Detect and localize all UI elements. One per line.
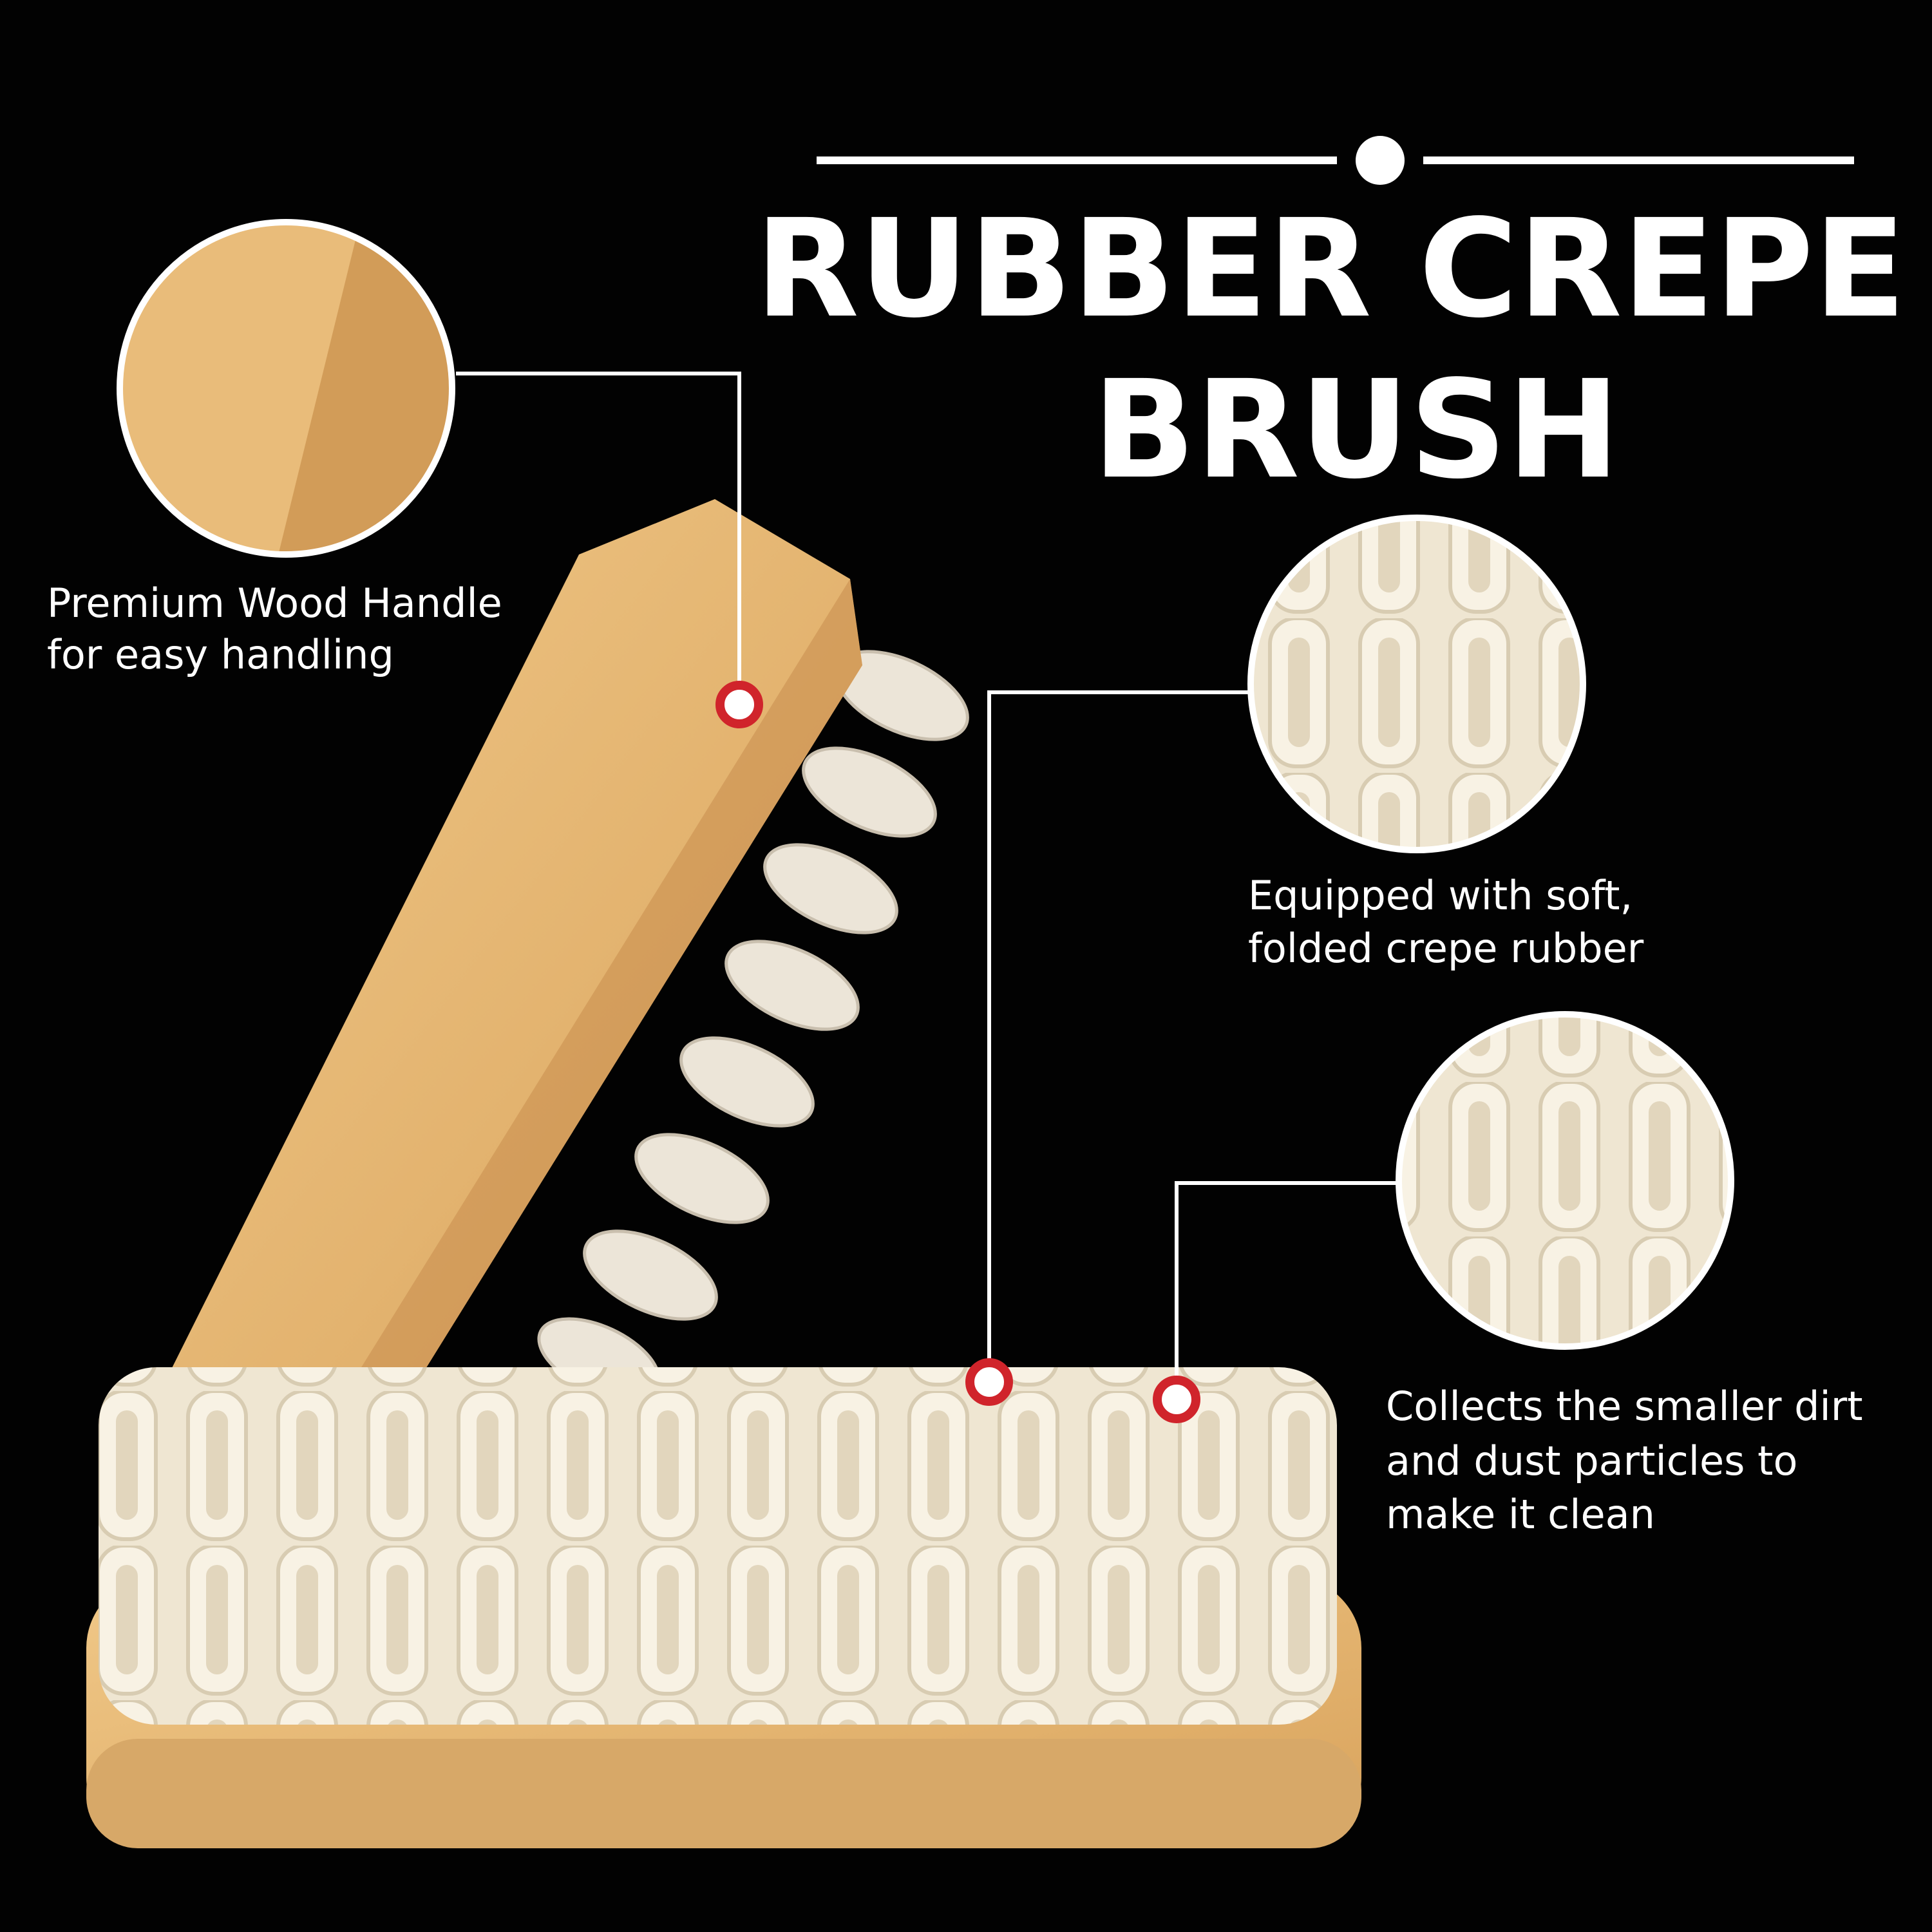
callout-1-line-1: Premium Wood Handle: [47, 580, 502, 627]
wood-closeup-image: [122, 224, 450, 553]
callout-2-line-2: folded crepe rubber: [1248, 925, 1644, 972]
callout-dirt-collection: Collects the smaller dirt and dust parti…: [1153, 1011, 1863, 1538]
title-line-1: RUBBER CREPE: [755, 190, 1906, 348]
title-divider: [817, 136, 1854, 185]
rubber-closeup-image: [1253, 520, 1581, 848]
callout-3-line-1: Collects the smaller dirt: [1386, 1383, 1863, 1430]
callout-3-line-2: and dust particles to: [1386, 1437, 1797, 1484]
title-line-2: BRUSH: [1092, 351, 1620, 509]
callout-wood-handle: Premium Wood Handle for easy handling: [47, 219, 763, 728]
callout-2-line-1: Equipped with soft,: [1248, 872, 1633, 919]
marker-dot: [965, 1358, 1013, 1406]
upright-brush-image: [135, 499, 969, 1479]
callout-crepe-rubber: Equipped with soft, folded crepe rubber: [965, 515, 1644, 1406]
flat-brush-image: [86, 1367, 1361, 1848]
marker-dot: [715, 681, 763, 728]
marker-dot: [1153, 1376, 1200, 1423]
callout-1-line-2: for easy handling: [47, 631, 394, 678]
callout-3-line-3: make it clean: [1386, 1491, 1655, 1538]
rubber-closeup-image: [1401, 1016, 1729, 1345]
